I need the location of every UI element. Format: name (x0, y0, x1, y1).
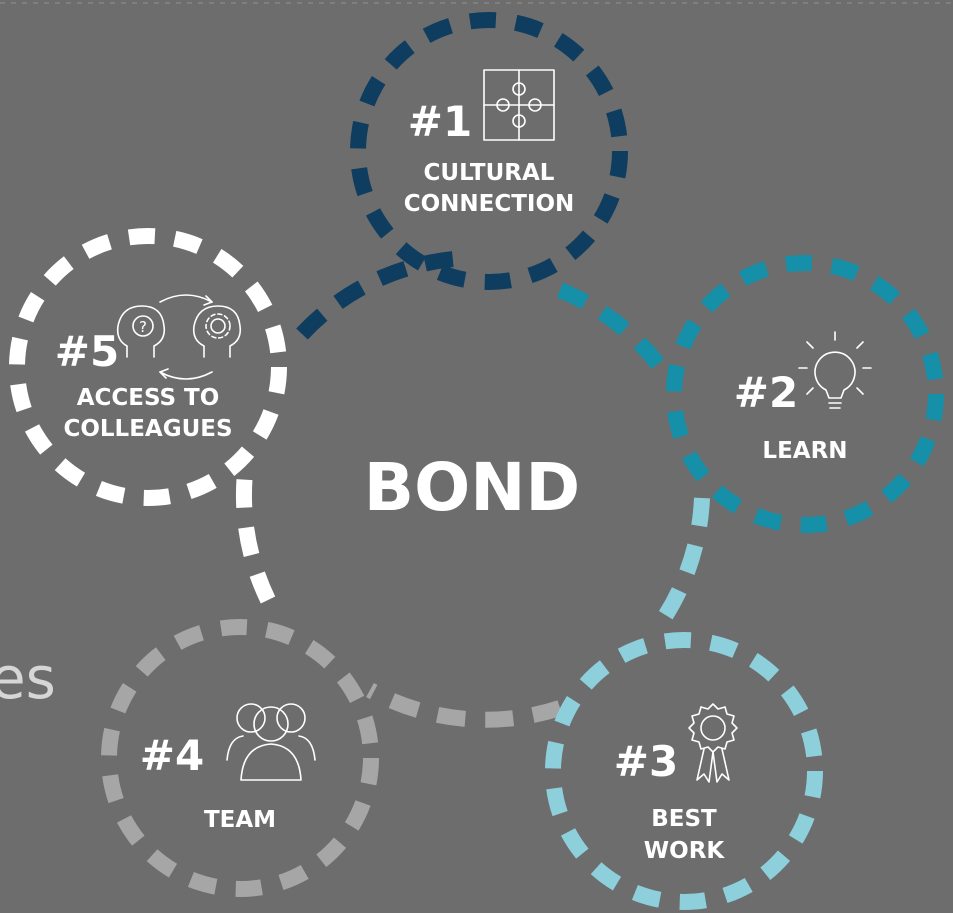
node-4-number: #4 (140, 731, 204, 780)
lightbulb-icon (798, 331, 872, 409)
node-3-number: #3 (614, 737, 678, 786)
node-3: #3 BEST WORK (614, 703, 738, 864)
node-5: #5 ? ACCESS TO COLLEAGUES (55, 294, 242, 442)
node-5-number: #5 (55, 327, 119, 376)
node-1-label-line-1: CULTURAL (424, 160, 555, 186)
connector-ring (236, 250, 710, 728)
puzzle-icon (483, 69, 555, 141)
node-4: #4 TEAM (140, 703, 316, 833)
node-1: #1 CULTURAL CONNECTION (404, 69, 575, 217)
node-2-label-line-1: LEARN (762, 438, 847, 464)
node-ring-4 (101, 619, 379, 897)
exchange-heads-icon: ? (116, 294, 242, 380)
node-ring-3 (545, 632, 823, 910)
node-5-label-line-2: COLLEAGUES (63, 416, 232, 442)
node-5-label-line-1: ACCESS TO (77, 385, 220, 411)
node-1-label-line-2: CONNECTION (404, 191, 575, 217)
node-1-number: #1 (408, 97, 472, 146)
node-3-label-line-1: BEST (651, 806, 717, 832)
team-icon (226, 703, 316, 781)
node-3-label-line-2: WORK (644, 838, 726, 864)
partial-text: es (0, 644, 56, 712)
node-ring-2 (666, 255, 944, 533)
node-2-number: #2 (734, 368, 798, 417)
connector-arc-3-4 (366, 682, 563, 728)
connector-arc-2-3 (653, 497, 710, 629)
node-ring-1 (350, 12, 628, 290)
connector-arc-4-5 (236, 462, 276, 604)
node-ring-5 (9, 228, 287, 506)
connector-arc-1-5 (296, 250, 469, 340)
center-label: BOND (364, 449, 580, 526)
node-4-label-line-1: TEAM (204, 807, 276, 833)
connector-arc-1-2 (556, 282, 671, 377)
node-2: #2 LEARN (734, 331, 872, 464)
award-ribbon-icon (688, 703, 738, 783)
svg-text:?: ? (139, 318, 147, 336)
